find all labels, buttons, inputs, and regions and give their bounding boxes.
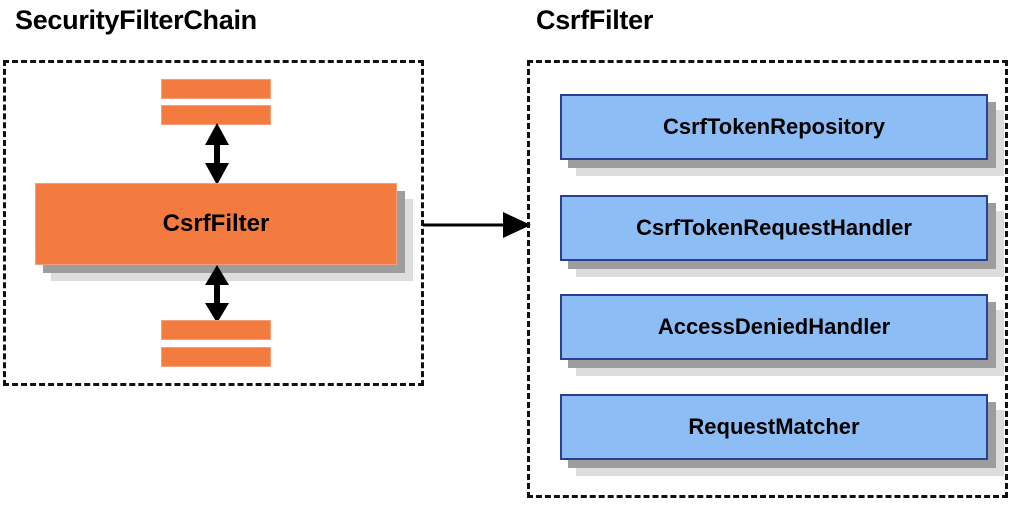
collaborator-card-label: CsrfTokenRequestHandler [560,195,988,261]
filter-bar-above-2 [161,105,271,125]
collaborator-card-access-denied-handler[interactable]: AccessDeniedHandler [560,294,1004,376]
collaborator-card-csrf-token-request-handler[interactable]: CsrfTokenRequestHandler [560,195,1004,277]
collaborator-card-label: AccessDeniedHandler [560,294,988,360]
cross-panel-arrow [423,212,531,238]
csrf-filter-box[interactable]: CsrfFilter [35,183,413,281]
csrf-filter-box-label: CsrfFilter [35,183,397,265]
double-arrow-up-connector [196,123,238,185]
filter-bar-above-1 [161,79,271,99]
collaborator-card-csrf-token-repository[interactable]: CsrfTokenRepository [560,94,1004,176]
filter-bar-below-2 [161,347,271,367]
double-arrow-down-connector [196,265,238,323]
page-title-security-filter-chain: SecurityFilterChain [15,5,257,35]
csrf-filter-collaborators-panel [527,60,1008,498]
page-title-csrf-filter: CsrfFilter [536,5,654,35]
collaborator-card-request-matcher[interactable]: RequestMatcher [560,394,1004,476]
collaborator-card-label: CsrfTokenRepository [560,94,988,160]
security-filter-chain-panel [3,60,424,386]
filter-bar-below-1 [161,320,271,340]
collaborator-card-label: RequestMatcher [560,394,988,460]
